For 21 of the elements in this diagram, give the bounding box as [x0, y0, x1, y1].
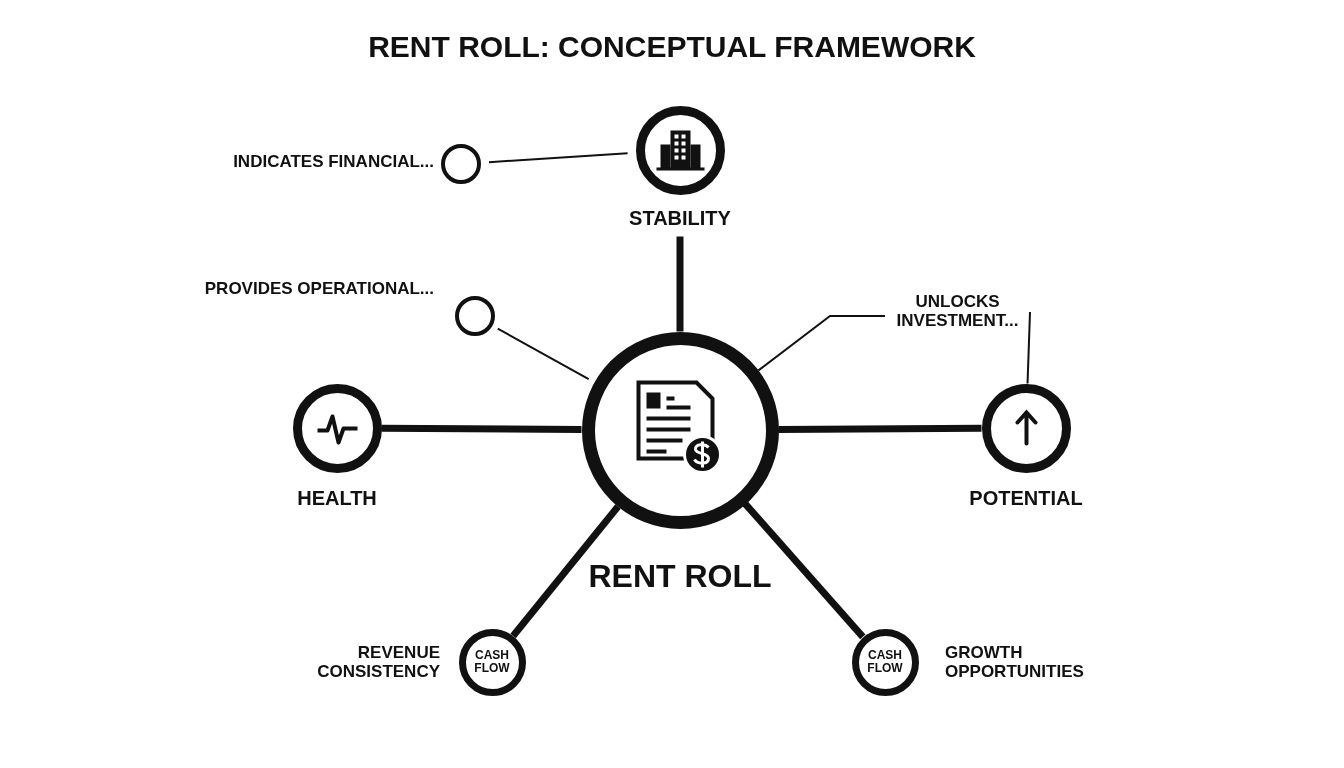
- callout-text: GROWTH OPPORTUNITIES: [945, 644, 1085, 682]
- connector-line: [510, 504, 621, 639]
- node-label: CASH FLOW: [866, 648, 904, 676]
- leader-line: [487, 152, 629, 164]
- node-label: CASH FLOW: [473, 648, 511, 676]
- title: RENT ROLL: CONCEPTUAL FRAMEWORK: [367, 30, 977, 63]
- node-label: POTENTIAL: [969, 486, 1083, 509]
- connector-line: [742, 501, 866, 640]
- callout-text: REVENUE CONSISTENCY: [316, 644, 440, 682]
- leader-line: [757, 315, 886, 372]
- connector-line: [676, 236, 684, 332]
- node-label: STABILITY: [629, 206, 731, 229]
- leader-line: [1026, 311, 1031, 385]
- connector-line: [381, 424, 582, 433]
- callout-text: UNLOCKS INVESTMENT...: [895, 293, 1020, 331]
- leader-line: [496, 327, 590, 381]
- node-label: HEALTH: [297, 486, 377, 509]
- connector-line: [778, 424, 982, 433]
- node-label: RENT ROLL: [588, 558, 772, 594]
- callout-text: PROVIDES OPERATIONAL...: [203, 280, 434, 299]
- callout-text: INDICATES FINANCIAL...: [232, 153, 434, 172]
